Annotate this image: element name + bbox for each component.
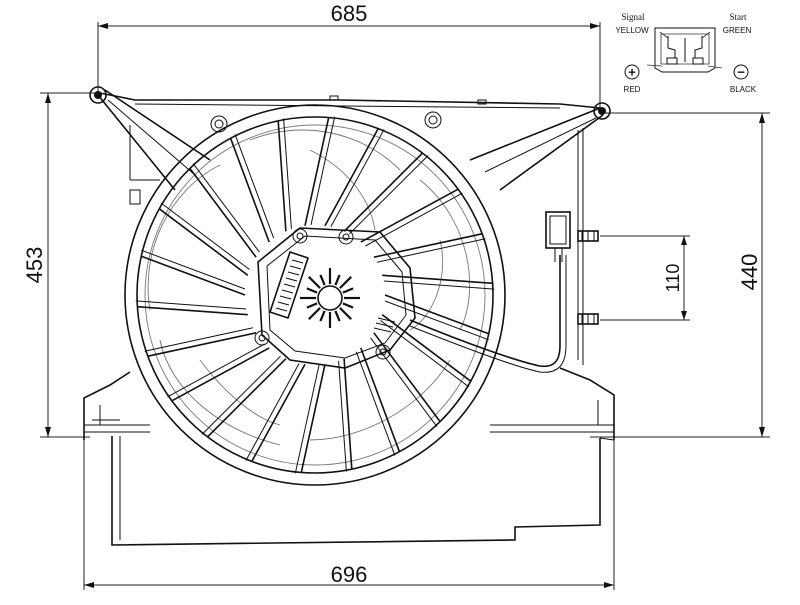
fan-ring: [124, 104, 506, 486]
fan-strut: [338, 361, 347, 472]
dimension-right-value: 440: [737, 254, 762, 291]
fan-strut: [277, 120, 287, 232]
legend-start-label: Start: [730, 12, 747, 22]
fan-strut: [381, 314, 472, 382]
legend-start-color: GREEN: [723, 26, 752, 35]
motor-mount: [254, 227, 416, 369]
dimension-connector-spacing: 110: [600, 235, 690, 321]
hub-rib: [306, 287, 318, 294]
fan-strut: [330, 129, 385, 227]
svg-text:+: +: [628, 65, 636, 80]
legend-signal-label: Signal: [621, 12, 645, 22]
legend-signal-color: YELLOW: [615, 26, 649, 35]
motor-hub: [300, 268, 360, 328]
motor-cooling-fins: [268, 250, 310, 320]
hub-rib: [342, 302, 354, 309]
legend-minus-color: BLACK: [730, 85, 757, 94]
fan-strut: [141, 249, 246, 290]
hub-rib: [306, 302, 318, 309]
fan-strut: [160, 202, 250, 270]
hub-rib: [319, 274, 326, 286]
fan-strut: [283, 118, 292, 229]
plus-terminal-icon: [624, 64, 640, 80]
minus-terminal-icon: [733, 64, 749, 80]
mount-bolt-left: [89, 86, 107, 104]
fan-strut: [135, 300, 247, 310]
fan-strut: [360, 188, 459, 243]
hub-rib: [334, 274, 341, 286]
fan-strut: [245, 363, 300, 461]
dimension-top-value: 685: [331, 1, 368, 26]
legend-plus-color: RED: [624, 85, 641, 94]
hub-rib: [308, 276, 321, 289]
mount-bolt-right: [593, 102, 611, 120]
hub-rib: [342, 287, 354, 294]
dimension-bottom-value: 696: [331, 562, 368, 587]
fan-strut: [251, 363, 306, 462]
fan-strut: [384, 294, 489, 335]
fan-strut: [167, 343, 265, 398]
fan-strut: [137, 305, 248, 316]
dimension-left: 453: [22, 92, 100, 438]
fan-strut: [349, 155, 429, 235]
wiring-harness: [409, 211, 599, 373]
fan-strut: [206, 358, 287, 438]
hub-rib: [308, 307, 321, 320]
fan-strut: [300, 364, 326, 473]
hub-rib: [334, 310, 341, 322]
fan-shroud-frame: [83, 86, 615, 546]
fan-strut: [365, 192, 463, 247]
fan-strut: [158, 208, 249, 276]
fan-strut: [304, 117, 330, 226]
fan-strut: [373, 332, 441, 423]
hub-rib: [319, 310, 326, 322]
fan-strut: [382, 274, 493, 285]
fan-strut: [229, 138, 270, 243]
hub-rib: [339, 307, 352, 320]
svg-text:−: −: [737, 65, 745, 80]
fan-strut: [384, 300, 489, 341]
fan-strut: [360, 347, 401, 452]
fan-strut: [147, 332, 257, 357]
fan-strut: [294, 364, 320, 474]
fan-strut: [310, 116, 336, 226]
dimension-bottom: 696: [83, 440, 615, 590]
dimension-left-value: 453: [22, 247, 47, 284]
fan-strut: [234, 134, 275, 239]
fan-strut: [189, 167, 257, 258]
fan-strut: [343, 358, 353, 470]
hub-rib: [339, 276, 352, 289]
fan-strut: [201, 355, 281, 435]
fan-strut: [192, 163, 260, 253]
fan-strut: [376, 238, 486, 263]
fan-strut: [171, 347, 270, 402]
fan-strut: [380, 320, 470, 388]
fan-struts: [135, 116, 495, 474]
dimension-right: 440: [590, 112, 770, 438]
dimension-connector-spacing-value: 110: [663, 264, 683, 293]
fan-strut: [141, 255, 246, 296]
fan-strut: [355, 351, 396, 456]
fan-electrical-connector: [545, 211, 571, 249]
fan-strut: [144, 327, 254, 352]
fan-strut: [343, 152, 424, 232]
connector-legend: Signal YELLOW Start GREEN + RED − BLACK: [615, 12, 756, 94]
dimension-top: 685: [97, 1, 601, 108]
fan-strut: [383, 280, 495, 290]
fan-strut: [373, 233, 483, 258]
fan-strut: [324, 128, 379, 227]
